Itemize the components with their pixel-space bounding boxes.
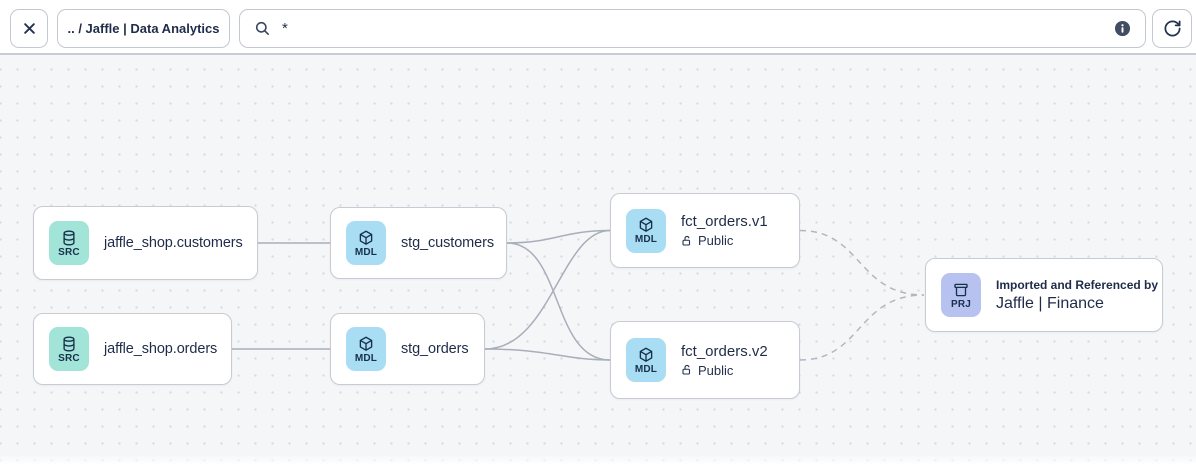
archive-box-icon [954,283,968,296]
lineage-edges [232,229,925,361]
node-project-jaffle-finance[interactable]: PRJ Imported and Referenced by Jaffle | … [925,258,1163,332]
close-button[interactable] [10,9,48,48]
breadcrumb-button[interactable]: .. / Jaffle | Data Analytics [57,9,230,48]
badge-type-label: MDL [354,246,378,258]
node-fct-orders-v2[interactable]: MDL fct_orders.v2 Public [610,321,800,399]
cube-icon [359,336,373,351]
prj-badge: PRJ [941,273,981,317]
search-box[interactable]: * [239,9,1146,48]
close-icon [23,23,35,34]
edge-fct-v2-project [799,294,925,361]
cube-icon [359,230,373,245]
cube-icon [639,347,653,362]
src-badge: SRC [49,327,89,371]
edge-stg-orders-fct-v2 [484,348,611,361]
node-label: stg_customers [401,235,494,251]
access-row: Public [681,363,768,378]
badge-type-label: MDL [634,234,658,245]
lineage-canvas[interactable]: SRC jaffle_shop.customers SRC jaffle_sho… [0,55,1196,467]
node-stg-customers[interactable]: MDL stg_customers [330,207,507,279]
refresh-button[interactable] [1152,9,1192,48]
node-src-jaffle-shop-orders[interactable]: SRC jaffle_shop.orders [33,313,232,385]
project-name-label: Jaffle | Finance [996,294,1104,312]
node-fct-orders-v1[interactable]: MDL fct_orders.v1 Public [610,193,800,268]
node-label: stg_orders [401,341,469,357]
src-badge: SRC [49,221,89,265]
project-relation-label: Imported and Referenced by [996,277,1159,292]
edge-stg-customers-fct-v2 [506,242,611,361]
mdl-badge: MDL [626,338,666,382]
badge-type-label: SRC [58,246,80,258]
node-label: jaffle_shop.orders [104,341,218,357]
access-row: Public [681,233,768,248]
database-icon [63,229,75,246]
node-src-jaffle-shop-customers[interactable]: SRC jaffle_shop.customers [33,206,258,280]
edge-fct-v1-project [799,229,925,296]
info-icon[interactable] [1113,19,1132,38]
badge-type-label: MDL [634,363,658,375]
access-label: Public [698,233,734,248]
node-label: jaffle_shop.customers [104,235,243,251]
mdl-badge: MDL [346,327,386,371]
database-icon [63,335,75,352]
badge-type-label: PRJ [950,298,972,310]
search-icon [255,21,269,35]
mdl-badge: MDL [346,221,386,265]
mdl-badge: MDL [626,208,666,253]
unlock-icon [682,364,691,375]
node-stg-orders[interactable]: MDL stg_orders [330,313,485,385]
node-label: fct_orders.v1 [681,213,768,230]
search-input-value[interactable]: * [282,20,288,37]
edge-stg-customers-fct-v1 [506,229,611,244]
breadcrumb: .. / Jaffle | Data Analytics [67,21,220,36]
access-label: Public [698,362,734,378]
badge-type-label: MDL [354,352,378,364]
refresh-icon [1164,20,1180,37]
toolbar: .. / Jaffle | Data Analytics * [0,0,1196,55]
cube-icon [639,217,653,232]
node-label: fct_orders.v2 [681,342,768,360]
unlock-icon [682,235,691,246]
edge-stg-orders-fct-v1 [484,229,611,350]
badge-type-label: SRC [58,352,80,364]
